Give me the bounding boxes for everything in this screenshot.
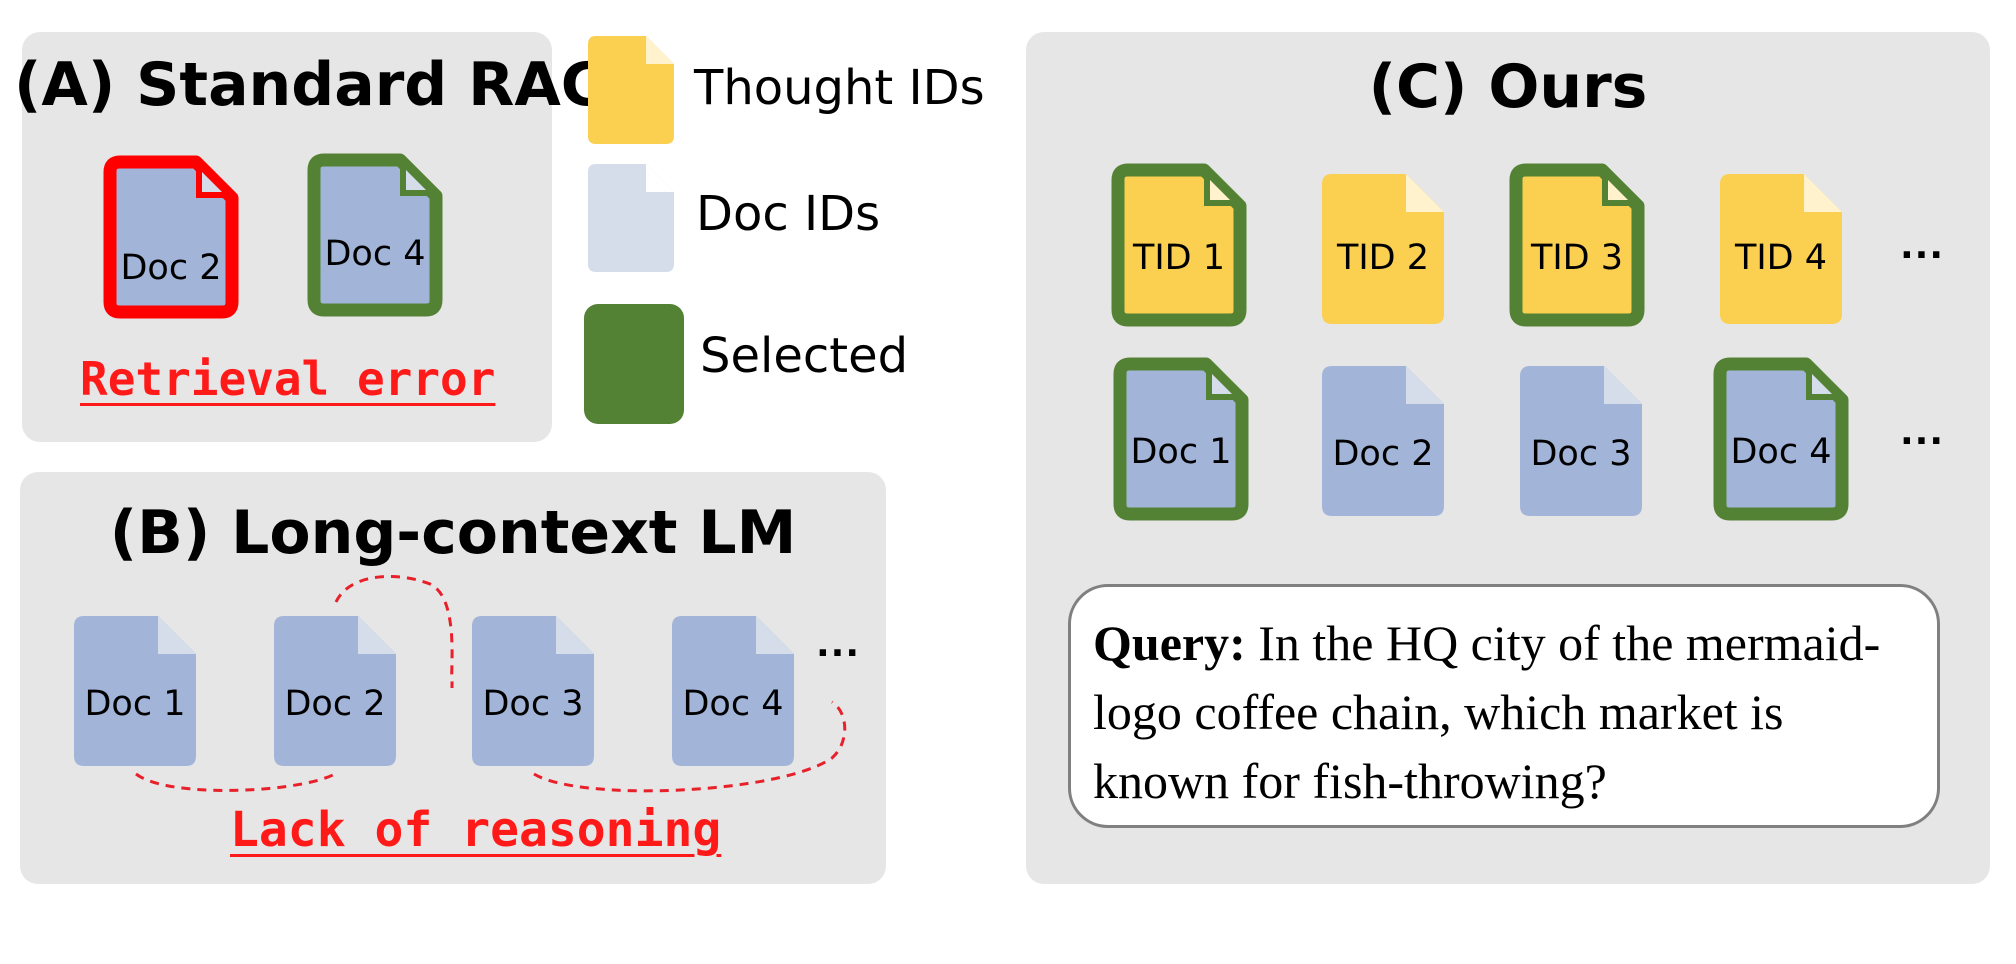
- document-icon: [1322, 366, 1444, 516]
- query-text: In the HQ city of the mermaid-logo coffe…: [1093, 615, 1881, 809]
- doc-label: Doc 3: [482, 684, 584, 724]
- legend-doc-ids: Doc IDs: [696, 186, 881, 242]
- doc-label: Doc 3: [1530, 434, 1632, 474]
- lack-of-reasoning-label: Lack of reasoning: [230, 802, 722, 858]
- legend-thought-ids: Thought IDs: [694, 60, 985, 116]
- tid-3-selected: TID 3: [1509, 163, 1645, 327]
- thought-id-icon: [1509, 163, 1645, 327]
- selected-legend-swatch: [584, 304, 684, 424]
- thought-id-icon: [1111, 163, 1247, 327]
- doc-id-legend-icon: [588, 164, 674, 272]
- legend-selected: Selected: [700, 328, 909, 384]
- doc-1-selected: Doc 1: [1113, 357, 1249, 521]
- reasoning-links: [135, 575, 847, 793]
- reasoning-link: [135, 770, 339, 792]
- document-icon: [274, 616, 396, 766]
- tid-4: TID 4: [1720, 174, 1842, 324]
- query-box: Query: In the HQ city of the mermaid-log…: [1068, 584, 1940, 828]
- doc-label: Doc 2: [284, 684, 386, 724]
- thought-id-icon: [1720, 174, 1842, 324]
- more-tids-ellipsis: ...: [1900, 226, 1945, 267]
- panel-b-title: (B) Long-context LM: [109, 498, 797, 568]
- tid-2: TID 2: [1322, 174, 1444, 324]
- document-icon: [672, 616, 794, 766]
- tid-label: TID 1: [1132, 238, 1226, 278]
- panel-c-title: (C) Ours: [1368, 52, 1648, 122]
- document-icon: [1113, 357, 1249, 521]
- reasoning-link: [533, 700, 847, 793]
- doc-label: Doc 2: [1332, 434, 1434, 474]
- doc-3: Doc 3: [1520, 366, 1642, 516]
- doc-4-retrieved: Doc 4: [307, 153, 443, 317]
- document-icon: [1713, 357, 1849, 521]
- thought-id-icon: [1322, 174, 1444, 324]
- doc-2-retrieved: Doc 2: [103, 155, 239, 319]
- doc-label: Doc 1: [1130, 432, 1232, 472]
- doc-4-selected: Doc 4: [1713, 357, 1849, 521]
- panel-long-context-lm: (B) Long-context LM Doc 1 Doc 2 Doc 3 Do…: [20, 472, 886, 884]
- doc-3: Doc 3: [472, 616, 594, 766]
- document-icon: [472, 616, 594, 766]
- doc-label: Doc 4: [682, 684, 784, 724]
- query-label: Query:: [1093, 615, 1246, 671]
- document-icon: [1520, 366, 1642, 516]
- tid-label: TID 3: [1530, 238, 1624, 278]
- tid-label: TID 4: [1734, 238, 1828, 278]
- doc-1: Doc 1: [74, 616, 196, 766]
- panel-standard-rag: (A) Standard RAG Doc 2 Doc 4 Retrieval e…: [14, 32, 610, 442]
- doc-label: Doc 4: [324, 234, 426, 274]
- doc-label: Doc 2: [120, 248, 222, 288]
- more-docs-ellipsis: ...: [816, 624, 861, 665]
- document-icon: [307, 153, 443, 317]
- doc-2: Doc 2: [1322, 366, 1444, 516]
- more-docs-ellipsis: ...: [1900, 412, 1945, 453]
- doc-label: Doc 1: [84, 684, 186, 724]
- reasoning-link: [334, 575, 454, 688]
- doc-label: Doc 4: [1730, 432, 1832, 472]
- document-icon: [103, 155, 239, 319]
- thought-id-legend-icon: [588, 36, 674, 144]
- doc-2: Doc 2: [274, 616, 396, 766]
- tid-label: TID 2: [1336, 238, 1430, 278]
- tid-1-selected: TID 1: [1111, 163, 1247, 327]
- panel-a-title: (A) Standard RAG: [14, 50, 611, 120]
- doc-4: Doc 4: [672, 616, 794, 766]
- document-icon: [74, 616, 196, 766]
- retrieval-error-label: Retrieval error: [80, 352, 496, 406]
